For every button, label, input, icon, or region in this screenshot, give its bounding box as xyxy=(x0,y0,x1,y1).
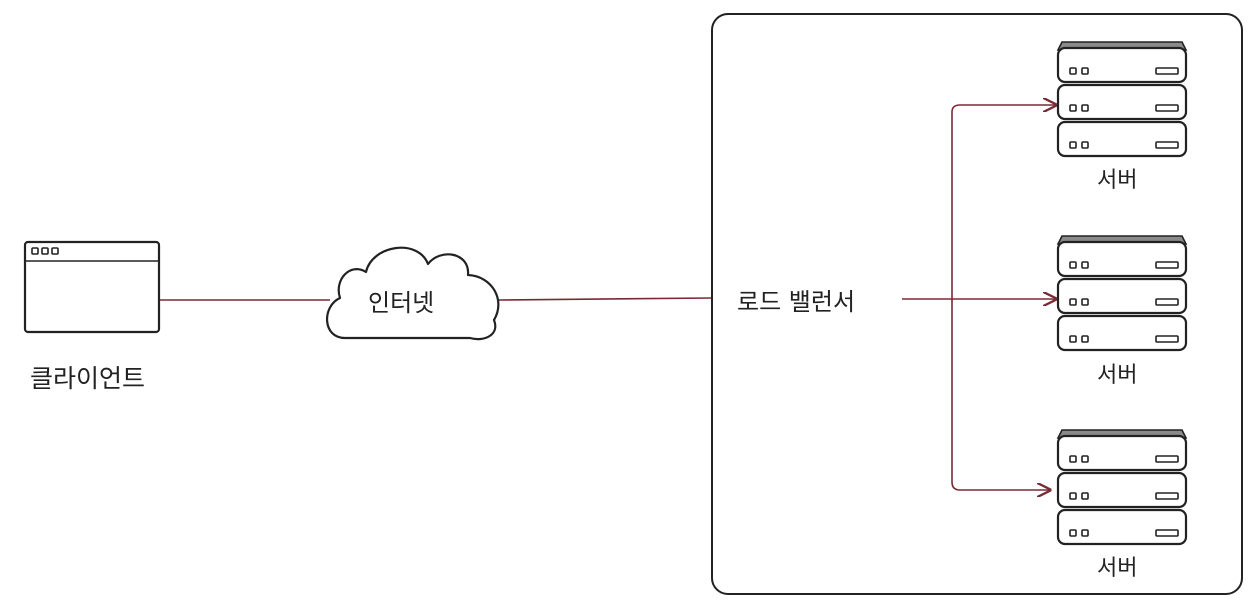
load-balancer-container xyxy=(711,13,1243,595)
cloud-icon xyxy=(326,246,500,341)
server-rack-icon xyxy=(1056,235,1188,352)
bus-to-server-1-arrow xyxy=(951,105,1056,299)
server-rack-icon xyxy=(1056,429,1188,546)
server-label-1: 서버 xyxy=(1097,168,1137,193)
internet-to-load-balancer-line xyxy=(497,297,713,301)
internet-label: 인터넷 xyxy=(368,289,434,317)
load-balancer-label: 로드 밸런서 xyxy=(737,288,855,316)
server-label-3: 서버 xyxy=(1097,556,1137,581)
server-rack-icon xyxy=(1056,41,1188,158)
connectors xyxy=(160,105,1056,490)
bus-to-server-3-arrow xyxy=(951,299,1050,490)
server-label-2: 서버 xyxy=(1097,363,1137,388)
client-label: 클라이언트 xyxy=(30,364,145,393)
browser-window-icon xyxy=(23,240,161,334)
